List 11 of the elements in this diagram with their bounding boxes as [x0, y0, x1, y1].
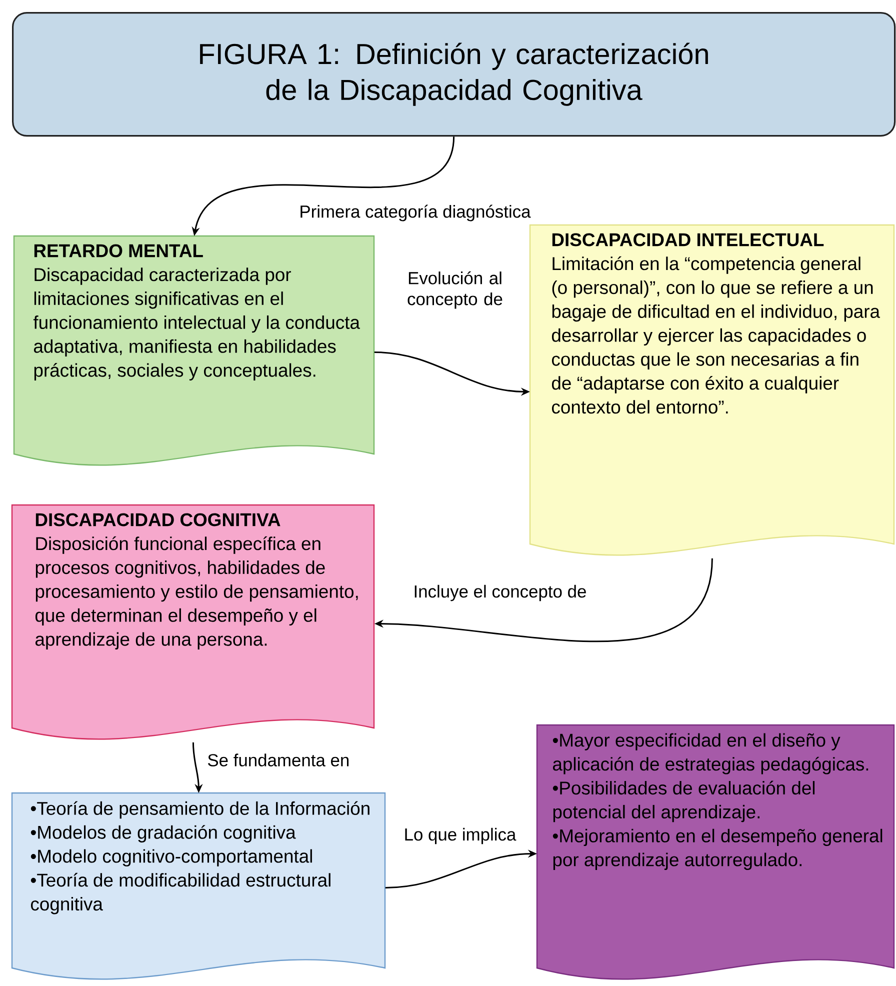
edge-label: Lo que implica [402, 826, 518, 846]
edge-label: Se fundamenta en [205, 752, 352, 768]
document-box: DISCAPACIDAD COGNITIVA Disposición funcional específica en procesos cognitivos, habilidades de procesamiento y estilo de pensamiento, que determinan el desempeño y el aprendizaje de una persona. [11, 504, 375, 740]
document-box: RETARDO MENTAL Discapacidad caracterizada por limitaciones significativas en el funcionamiento intelectual y la conducta adaptativa, manifiesta en habilidades prácticas, sociales y conceptuales. [13, 235, 375, 466]
edge-label: Primera categoría diagnóstica [297, 202, 533, 224]
document-box: DISCAPACIDAD INTELECTUAL Limitación en la “competencia general (o personal)”, con lo que se refiere a un bagaje de dificultad en el individuo, para desarrollar y ejercer las capacidades o conductas que le son necesarias a fin de “adaptarse con éxito a cualquier contexto del entorno”. [529, 224, 895, 556]
document-box: •Mayor especificidad en el diseño y aplicación de estrategias pedagógicas. •Posibilidades de evaluación del potencial del aprendizaje. •Mejoramiento en el desempeño general por aprendizaje autorregulado. [536, 724, 895, 980]
edge-label: Evolución al concepto de [398, 269, 512, 311]
edge-label: Incluye el concepto de [411, 582, 589, 604]
document-box: •Teoría de pensamiento de la Información •Modelos de gradación cognitiva •Modelo cognitivo-comportamental •Teoría de modificabilidad estructural cognitiva [11, 792, 386, 980]
title-box: FIGURA 1: Definición y caracterización de la Discapacidad Cognitiva [12, 12, 896, 137]
